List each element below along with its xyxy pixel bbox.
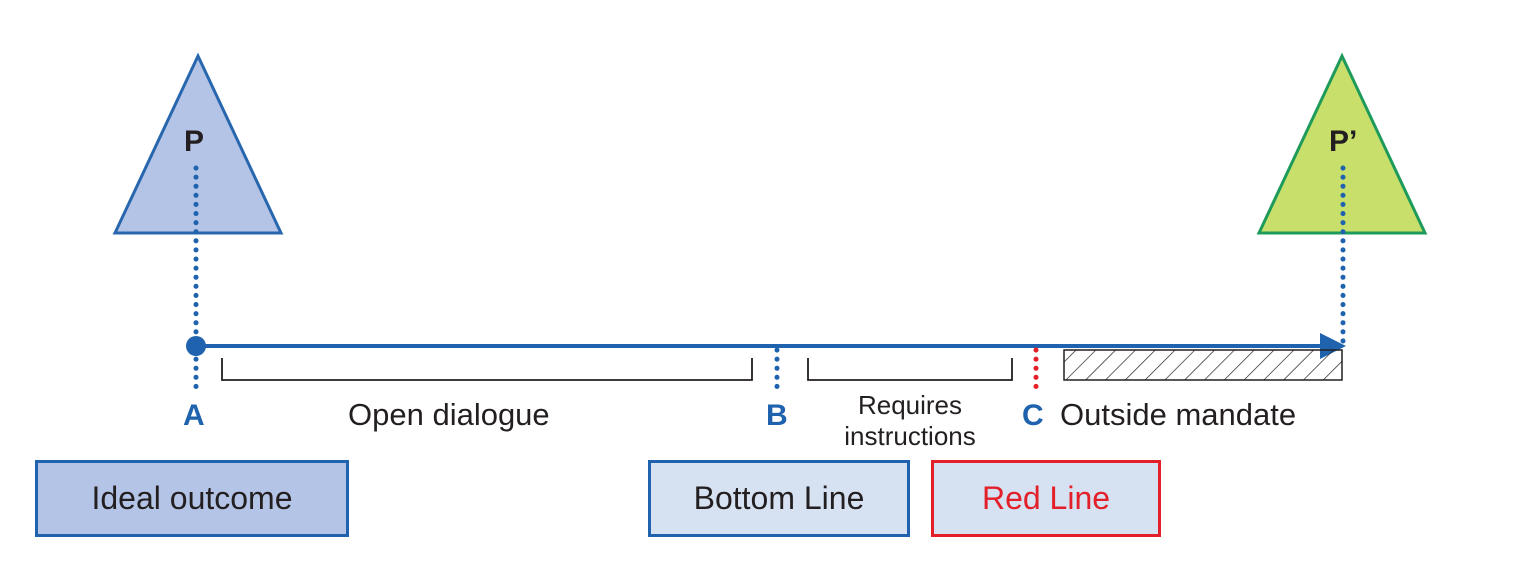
ideal-outcome-box: Ideal outcome [35, 460, 349, 537]
red-line-box: Red Line [931, 460, 1161, 537]
party-p-prime-label: P’ [1329, 125, 1358, 158]
requires-instructions-label: Requires instructions [820, 390, 1000, 452]
requires-line-2: instructions [844, 421, 976, 451]
red-line-label: Red Line [981, 480, 1111, 516]
bottom-line-label: Bottom Line [693, 480, 865, 516]
point-a-label: A [183, 399, 205, 432]
point-c-label: C [1022, 399, 1044, 432]
open-dialogue-label: Open dialogue [348, 397, 550, 432]
outside-mandate-label: Outside mandate [1060, 397, 1297, 432]
open-dialogue-bracket [221, 358, 753, 381]
point-b-label: B [766, 399, 788, 432]
party-p-label: P [184, 125, 205, 158]
requires-instructions-bracket [807, 358, 1013, 381]
bottom-line-box: Bottom Line [648, 460, 910, 537]
point-a-dot [186, 336, 206, 356]
requires-line-1: Requires [857, 390, 963, 420]
outside-mandate-hatch [1063, 349, 1343, 381]
ideal-outcome-label: Ideal outcome [91, 480, 293, 516]
